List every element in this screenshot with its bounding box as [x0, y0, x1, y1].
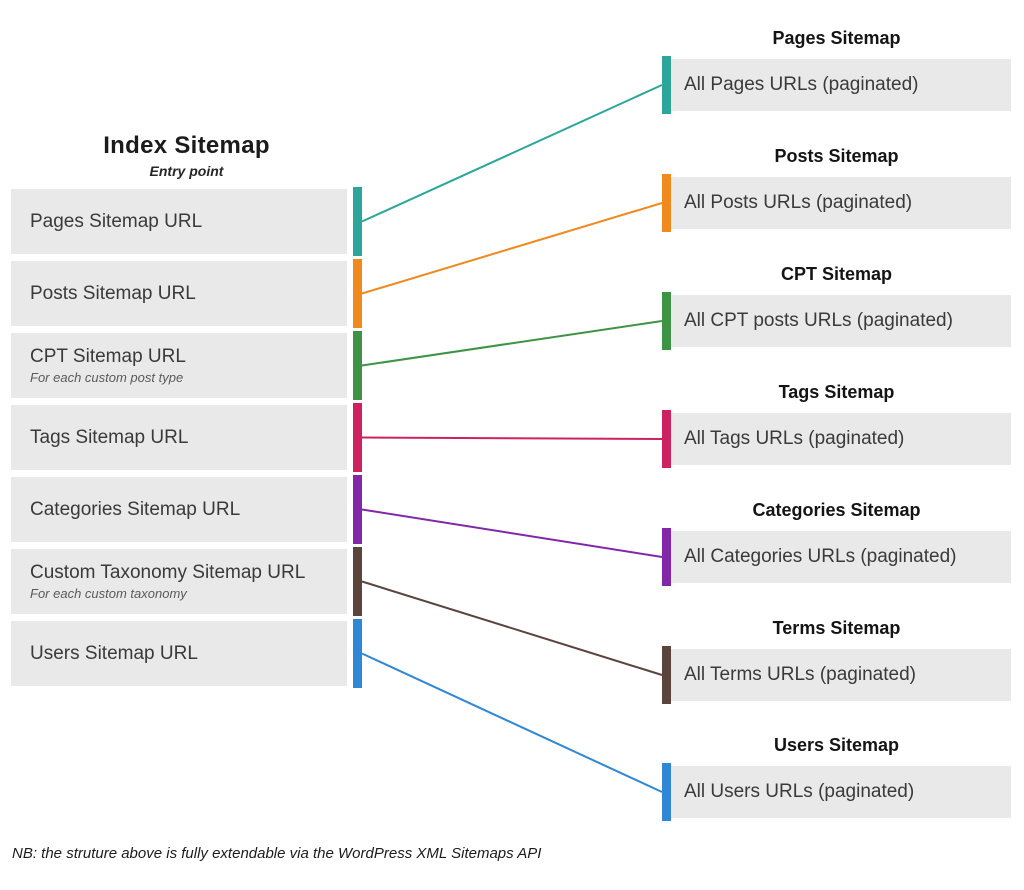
right-row-1: Posts Sitemap All Posts URLs (paginated) — [662, 146, 1011, 232]
right-row-title: Pages Sitemap — [772, 28, 901, 48]
right-row-label: All Categories URLs (paginated) — [684, 546, 957, 567]
right-row-2: CPT Sitemap All CPT posts URLs (paginate… — [662, 264, 1011, 350]
accent-bar — [353, 403, 362, 472]
right-row-title: Tags Sitemap — [778, 382, 895, 402]
right-row-box: All Posts URLs (paginated) — [671, 177, 1011, 229]
left-row-3: Tags Sitemap URL — [11, 403, 362, 472]
accent-bar — [662, 646, 671, 704]
left-row-label: Custom Taxonomy Sitemap URL — [30, 561, 306, 583]
connector-line-5 — [361, 580, 663, 676]
accent-bar — [662, 528, 671, 586]
right-row-label: All Terms URLs (paginated) — [684, 664, 916, 685]
left-row-label: Posts Sitemap URL — [30, 282, 196, 304]
connector-line-2 — [361, 320, 663, 367]
left-row-0: Pages Sitemap URL — [11, 187, 362, 256]
left-row-label: Tags Sitemap URL — [30, 426, 189, 448]
right-row-box: All Categories URLs (paginated) — [671, 531, 1011, 583]
right-row-label: All Pages URLs (paginated) — [684, 74, 919, 95]
accent-bar — [662, 763, 671, 821]
accent-bar — [353, 547, 362, 616]
accent-bar — [662, 410, 671, 468]
connector-line-1 — [361, 202, 663, 295]
index-sitemap-header: Index Sitemap Entry point — [11, 132, 362, 179]
diagram-subtitle: Entry point — [149, 163, 224, 179]
left-row-label: Categories Sitemap URL — [30, 498, 241, 520]
right-row-title: Terms Sitemap — [772, 618, 901, 638]
diagram-title: Index Sitemap — [103, 132, 270, 159]
right-row-box: All Users URLs (paginated) — [671, 766, 1011, 818]
right-row-6: Users Sitemap All Users URLs (paginated) — [662, 735, 1011, 821]
right-row-title: Users Sitemap — [773, 735, 900, 755]
left-row-label: Pages Sitemap URL — [30, 210, 203, 232]
accent-bar — [353, 619, 362, 688]
right-row-title: Posts Sitemap — [774, 146, 899, 166]
left-row-1: Posts Sitemap URL — [11, 259, 362, 328]
right-row-label: All Tags URLs (paginated) — [684, 428, 905, 449]
connector-line-0 — [361, 84, 663, 223]
right-row-label: All Posts URLs (paginated) — [684, 192, 913, 213]
left-row-label: Users Sitemap URL — [30, 642, 198, 664]
accent-bar — [353, 187, 362, 256]
accent-bar — [662, 56, 671, 114]
right-row-5: Terms Sitemap All Terms URLs (paginated) — [662, 618, 1011, 704]
right-row-title: CPT Sitemap — [780, 264, 893, 284]
right-row-3: Tags Sitemap All Tags URLs (paginated) — [662, 382, 1011, 468]
right-row-label: All Users URLs (paginated) — [684, 781, 915, 802]
left-row-2: CPT Sitemap URL For each custom post typ… — [11, 331, 362, 400]
right-row-box: All Pages URLs (paginated) — [671, 59, 1011, 111]
right-row-4: Categories Sitemap All Categories URLs (… — [662, 500, 1011, 586]
connector-line-6 — [361, 652, 663, 793]
right-row-box: All CPT posts URLs (paginated) — [671, 295, 1011, 347]
accent-bar — [353, 259, 362, 328]
left-row-6: Users Sitemap URL — [11, 619, 362, 688]
accent-bar — [662, 174, 671, 232]
right-row-label: All CPT posts URLs (paginated) — [684, 310, 953, 331]
accent-bar — [662, 292, 671, 350]
left-row-4: Categories Sitemap URL — [11, 475, 362, 544]
accent-bar — [353, 475, 362, 544]
right-row-box: All Tags URLs (paginated) — [671, 413, 1011, 465]
left-row-note: For each custom taxonomy — [30, 586, 187, 602]
left-row-note: For each custom post type — [30, 370, 184, 386]
right-row-box: All Terms URLs (paginated) — [671, 649, 1011, 701]
right-row-0: Pages Sitemap All Pages URLs (paginated) — [662, 28, 1011, 114]
footer-note: NB: the struture above is fully extendab… — [12, 845, 542, 862]
accent-bar — [353, 331, 362, 400]
left-row-5: Custom Taxonomy Sitemap URL For each cus… — [11, 547, 362, 616]
left-row-label: CPT Sitemap URL — [30, 345, 186, 367]
connector-line-4 — [361, 508, 663, 558]
connector-line-3 — [361, 436, 663, 440]
right-row-title: Categories Sitemap — [752, 500, 921, 520]
